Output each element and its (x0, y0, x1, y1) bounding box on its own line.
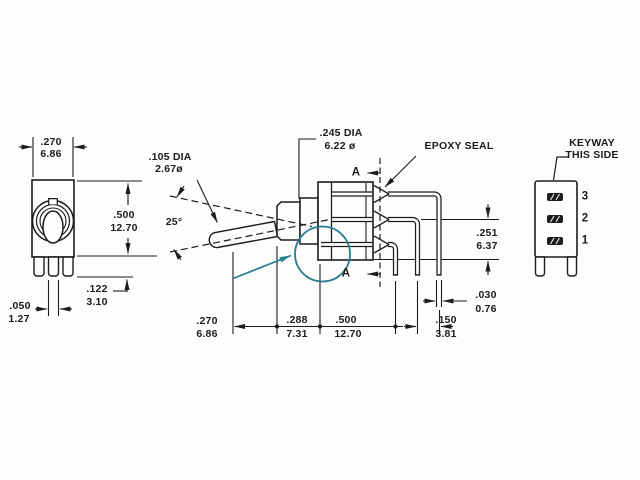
front-keyway-notch (48, 198, 58, 205)
front-keyway-notch-mask (48, 197, 58, 205)
dim-dot (393, 324, 398, 329)
terminal-3-core (388, 243, 397, 275)
front-view-dimensions (19, 137, 157, 316)
front-pin-right (62, 256, 74, 277)
rear-pin-left (534, 256, 546, 277)
rear-pin-right (566, 256, 578, 277)
front-pin-left (33, 256, 45, 277)
lever-centerline-dashed (169, 218, 333, 253)
rear-terminal-slot-2 (547, 215, 563, 223)
keyway-label-leader (552, 156, 569, 181)
epoxy-seal-leader (384, 155, 417, 188)
side-view-terminals (321, 184, 442, 276)
bushing-dia-leader (298, 138, 316, 199)
side-view-dashed-lines (169, 158, 381, 287)
angle-arrow-upper (176, 185, 185, 198)
highlight-circle (294, 225, 351, 283)
rear-terminal-slot-1 (547, 237, 563, 245)
terminal-2-core (388, 218, 419, 275)
side-toggle-lever (208, 220, 279, 249)
throw-position-upper-dashed (169, 195, 313, 228)
rear-view-linework (534, 156, 578, 277)
front-view-linework (31, 179, 75, 277)
rear-terminal-slot-3 (547, 193, 563, 201)
dim-dot (274, 324, 280, 329)
dim-dot (317, 324, 323, 329)
actuator-dia-leader (196, 179, 218, 223)
terminal-1-core (388, 192, 441, 275)
angle-arrow-lower (173, 249, 182, 261)
highlight-annotation (232, 225, 351, 283)
epoxy-seal-triangles (373, 184, 390, 254)
front-toggle-handle (42, 210, 64, 244)
front-pin-middle (47, 256, 60, 277)
side-bushing-step (299, 197, 319, 245)
side-view-annotations (173, 138, 491, 307)
highlight-arrow (232, 254, 292, 280)
